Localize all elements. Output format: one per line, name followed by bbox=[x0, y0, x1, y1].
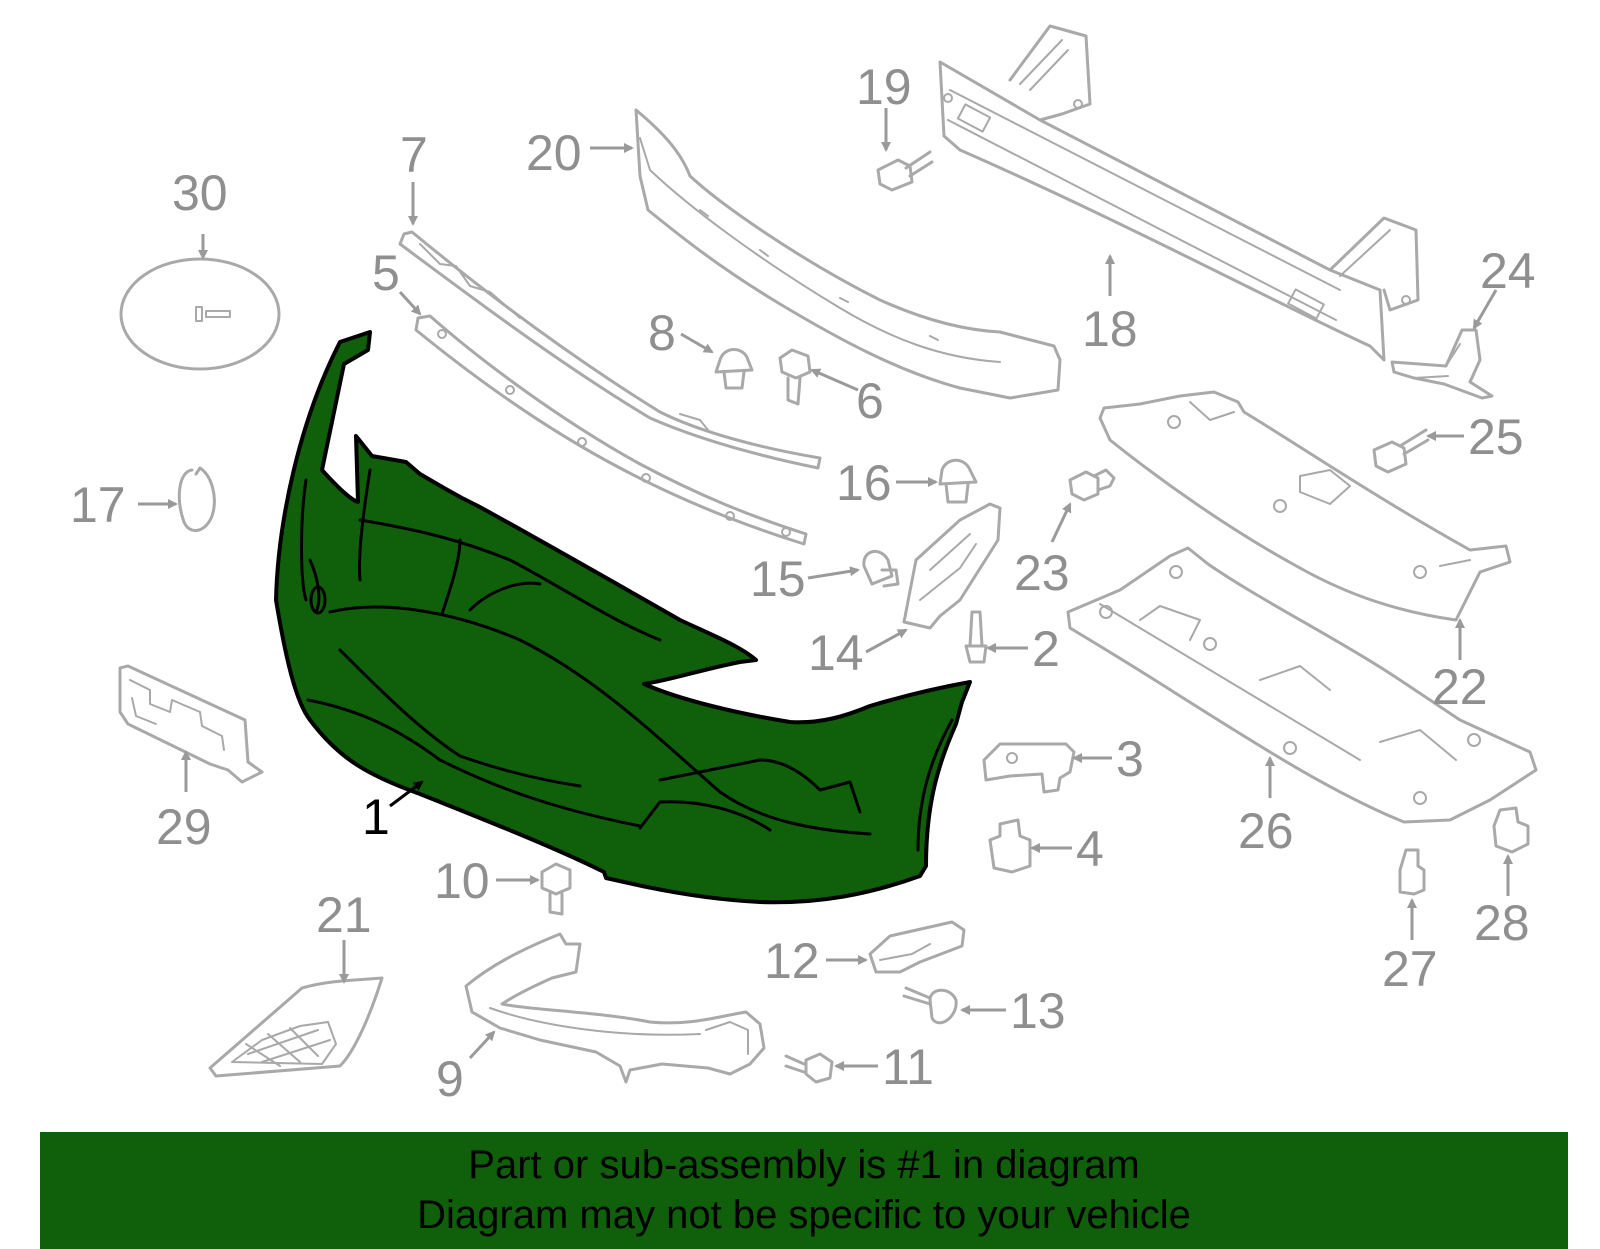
callout-3: 3 bbox=[1116, 731, 1144, 787]
part-28-clip[interactable] bbox=[1492, 806, 1530, 854]
callout-19: 19 bbox=[856, 59, 912, 115]
callout-17: 17 bbox=[70, 477, 126, 533]
callout-21: 21 bbox=[316, 887, 372, 943]
part-29-bracket[interactable] bbox=[118, 664, 264, 784]
callout-2: 2 bbox=[1032, 621, 1060, 677]
part-25-bolt[interactable] bbox=[1372, 428, 1430, 474]
callout-14: 14 bbox=[808, 625, 864, 681]
callout-5: 5 bbox=[372, 245, 400, 301]
part-17-cap[interactable] bbox=[177, 466, 216, 532]
callout-29: 29 bbox=[156, 799, 212, 855]
part-19-bolt[interactable] bbox=[876, 150, 934, 192]
leader-lines bbox=[138, 108, 1513, 1071]
part-21-fog-cover[interactable] bbox=[208, 976, 384, 1078]
part-7-upper-strip[interactable] bbox=[398, 230, 822, 470]
part-23-bolt[interactable] bbox=[1068, 468, 1116, 502]
part-3-bracket[interactable] bbox=[982, 742, 1076, 794]
part-1-bumper-cover[interactable] bbox=[274, 330, 972, 905]
part-5-retainer[interactable] bbox=[414, 314, 808, 546]
part-12-clip[interactable] bbox=[868, 920, 966, 974]
callout-8: 8 bbox=[648, 305, 676, 361]
part-20-absorber[interactable] bbox=[634, 108, 1062, 400]
callout-18: 18 bbox=[1082, 301, 1138, 357]
part-14-bracket[interactable] bbox=[902, 502, 1002, 630]
banner-line-2: Diagram may not be specific to your vehi… bbox=[417, 1193, 1191, 1237]
part-4-clip[interactable] bbox=[988, 818, 1032, 874]
part-15-clip[interactable] bbox=[862, 550, 900, 588]
part-13-screw[interactable] bbox=[902, 986, 958, 1025]
callout-13: 13 bbox=[1010, 983, 1066, 1039]
callout-27: 27 bbox=[1382, 941, 1438, 997]
part-24-bracket[interactable] bbox=[1390, 328, 1494, 400]
callout-11: 11 bbox=[882, 1039, 934, 1095]
callout-30: 30 bbox=[172, 165, 228, 221]
callout-7: 7 bbox=[400, 127, 428, 183]
part-27-pin[interactable] bbox=[1398, 848, 1426, 896]
part-6-bolt[interactable] bbox=[778, 348, 812, 406]
callout-6: 6 bbox=[856, 373, 884, 429]
callout-26: 26 bbox=[1238, 803, 1294, 859]
info-banner: Part or sub-assembly is #1 in diagram Di… bbox=[40, 1132, 1568, 1249]
callout-22: 22 bbox=[1432, 659, 1488, 715]
callout-1: 1 bbox=[362, 789, 390, 845]
callout-25: 25 bbox=[1468, 409, 1524, 465]
callout-16: 16 bbox=[836, 455, 892, 511]
part-11-bolt[interactable] bbox=[784, 1052, 834, 1084]
part-22-undercover[interactable] bbox=[1098, 390, 1512, 622]
part-8-clip[interactable] bbox=[714, 348, 754, 390]
callout-20: 20 bbox=[526, 125, 582, 181]
callout-9: 9 bbox=[436, 1051, 464, 1107]
callout-12: 12 bbox=[764, 933, 820, 989]
part-10-bolt[interactable] bbox=[540, 862, 572, 916]
part-30-emblem[interactable] bbox=[119, 257, 281, 371]
part-26-undercover[interactable] bbox=[1066, 546, 1538, 824]
banner-line-1: Part or sub-assembly is #1 in diagram bbox=[468, 1143, 1140, 1187]
part-16-clip[interactable] bbox=[938, 458, 978, 504]
part-9-lower-bracket[interactable] bbox=[464, 932, 766, 1084]
part-2-pin[interactable] bbox=[964, 610, 988, 664]
part-18-reinforcement[interactable] bbox=[938, 24, 1420, 362]
callout-23: 23 bbox=[1014, 545, 1070, 601]
callout-28: 28 bbox=[1474, 895, 1530, 951]
callout-10: 10 bbox=[434, 853, 490, 909]
callout-15: 15 bbox=[750, 551, 806, 607]
callout-24: 24 bbox=[1480, 243, 1536, 299]
callout-labels: 1 2 3 4 5 6 7 8 9 10 11 12 13 14 15 16 1… bbox=[70, 59, 1536, 1107]
callout-4: 4 bbox=[1076, 821, 1104, 877]
